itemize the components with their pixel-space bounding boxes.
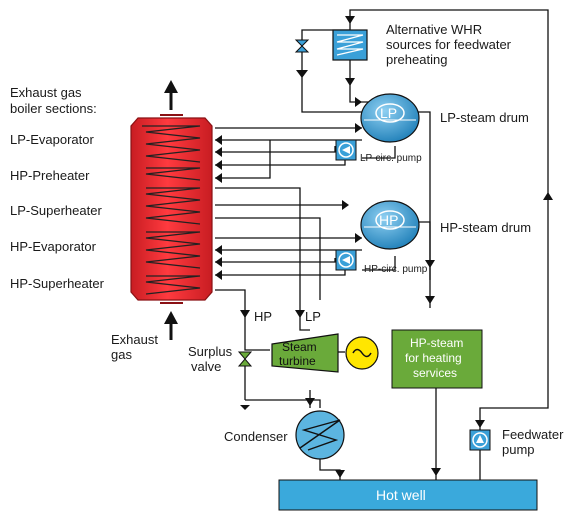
label-hp-circ-pump: HP-circ. pump	[364, 264, 428, 275]
pump-icon	[469, 429, 491, 451]
label-exhaust-gas-1: Exhaust	[111, 332, 158, 347]
turbine-label-2: turbine	[279, 354, 316, 368]
label-lp-circ-pump: LP-circ. pump	[360, 153, 422, 164]
up-arrow-icon	[164, 80, 178, 110]
flow-arrows	[215, 16, 553, 478]
whr-heat-exchanger	[332, 29, 368, 61]
piping	[215, 9, 549, 480]
whr-label-1: Alternative WHR	[386, 22, 482, 37]
label-hp-line: HP	[254, 309, 272, 324]
boiler-coils	[142, 125, 201, 295]
hp-steam-drum: HP	[360, 200, 420, 250]
label-lp-superheater: LP-Superheater	[10, 203, 102, 218]
heat-exchanger-icon	[299, 419, 341, 451]
label-hp-evaporator: HP-Evaporator	[10, 239, 97, 254]
lp-steam-drum: LP	[360, 93, 420, 143]
pump-icon	[335, 139, 357, 161]
whr-label-2: sources for feedwater	[386, 37, 512, 52]
label-lp-line: LP	[305, 309, 321, 324]
label-feedwater-pump-2: pump	[502, 442, 535, 457]
label-condenser: Condenser	[224, 429, 288, 444]
whr-label-3: preheating	[386, 52, 447, 67]
boiler-sections-heading-2: boiler sections:	[10, 101, 97, 116]
up-arrow-icon	[164, 311, 178, 340]
pump-icon	[335, 249, 357, 271]
generator-icon	[345, 336, 379, 370]
heating-label-2: for heating	[405, 351, 462, 365]
label-hot-well: Hot well	[376, 487, 426, 503]
label-hp-steam-drum: HP-steam drum	[440, 220, 531, 235]
hp-steam-heating-box: HP-steam for heating services	[391, 329, 483, 389]
steam-turbine: Steam turbine	[271, 333, 339, 373]
label-lp-evaporator: LP-Evaporator	[10, 132, 94, 147]
label-hp-preheater: HP-Preheater	[10, 168, 90, 183]
label-lp-steam-drum: LP-steam drum	[440, 110, 529, 125]
heating-label-1: HP-steam	[410, 336, 463, 350]
hot-well: Hot well	[278, 479, 538, 511]
label-exhaust-gas-2: gas	[111, 347, 132, 362]
label-feedwater-pump-1: Feedwater	[502, 427, 564, 442]
turbine-label-1: Steam	[282, 340, 317, 354]
heating-label-3: services	[413, 366, 457, 380]
hp-drum-tag: HP	[379, 212, 398, 228]
condenser	[295, 410, 345, 460]
boiler-sections-heading-1: Exhaust gas	[10, 85, 82, 100]
exhaust-gas-boiler	[130, 114, 213, 304]
valve-icon	[237, 351, 253, 367]
label-surplus-valve-1: Surplus	[188, 344, 233, 359]
valve-icon	[294, 39, 310, 53]
label-surplus-valve-2: valve	[191, 359, 221, 374]
label-hp-superheater: HP-Superheater	[10, 276, 105, 291]
lp-drum-tag: LP	[380, 105, 397, 121]
